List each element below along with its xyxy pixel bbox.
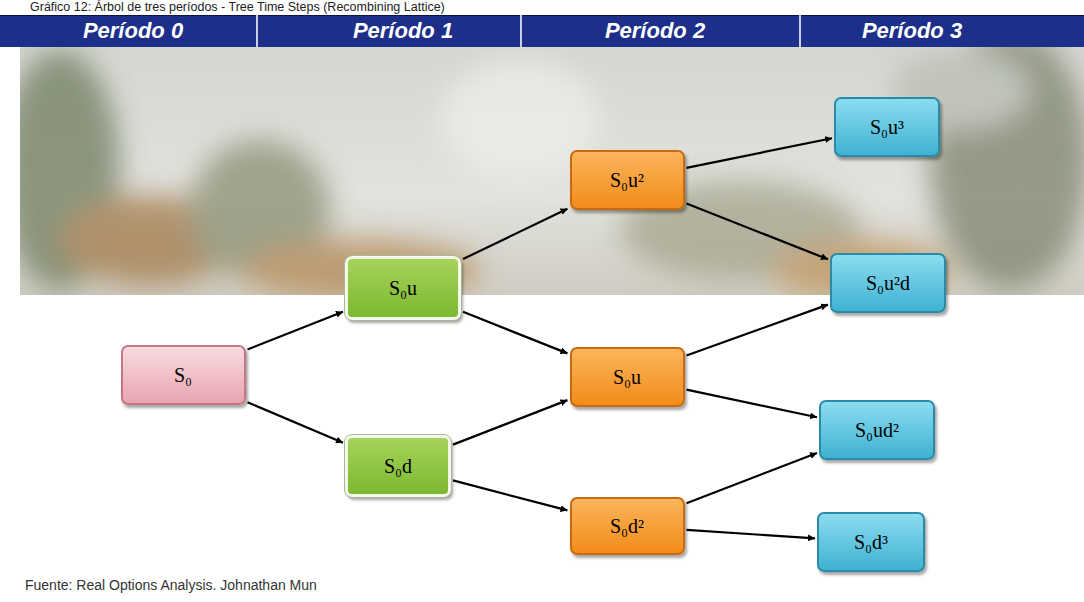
node-value: S₀u — [389, 276, 417, 300]
branch-arrow — [687, 305, 829, 356]
node-value: S₀u³ — [870, 115, 904, 139]
branch-arrow — [463, 209, 568, 259]
branch-arrow — [453, 400, 568, 445]
node-value: S₀d — [384, 454, 412, 478]
lattice-node: S₀ud² — [819, 400, 935, 460]
branch-arrow — [248, 402, 344, 442]
branch-arrow — [687, 390, 818, 418]
lattice-node: S₀d — [345, 435, 451, 497]
figure-title: Gráfico 12: Árbol de tres períodos - Tre… — [30, 0, 445, 15]
period-header: Período 3 — [862, 17, 962, 45]
lattice-node: S₀u³ — [834, 97, 940, 157]
source-caption: Fuente: Real Options Analysis. Johnathan… — [25, 577, 317, 594]
branch-arrow — [687, 138, 833, 168]
lattice-node: S₀ — [121, 345, 246, 405]
branch-arrow — [687, 453, 818, 503]
lattice-node: S₀d² — [570, 497, 685, 555]
lattice-node: S₀u² — [570, 150, 685, 210]
branch-arrow — [687, 530, 816, 538]
period-header: Período 2 — [605, 17, 705, 45]
node-value: S₀d² — [610, 514, 644, 538]
node-value: S₀u² — [610, 168, 644, 192]
node-value: S₀u — [613, 365, 641, 389]
node-value: S₀d³ — [854, 530, 888, 554]
lattice-node: S₀u²d — [830, 253, 946, 313]
period-header: Período 0 — [83, 17, 183, 45]
node-value: S₀ — [174, 363, 192, 387]
node-value: S₀u²d — [866, 271, 910, 295]
lattice-node: S₀d³ — [817, 512, 925, 572]
node-value: S₀ud² — [855, 418, 899, 442]
period-header: Período 1 — [353, 17, 453, 45]
branch-arrow — [248, 312, 344, 350]
lattice-node: S₀u — [570, 347, 685, 407]
branch-arrow — [687, 203, 829, 259]
branch-arrow — [463, 312, 568, 354]
lattice-node: S₀u — [345, 256, 461, 320]
header-bar — [0, 15, 1084, 47]
branch-arrow — [453, 480, 568, 510]
